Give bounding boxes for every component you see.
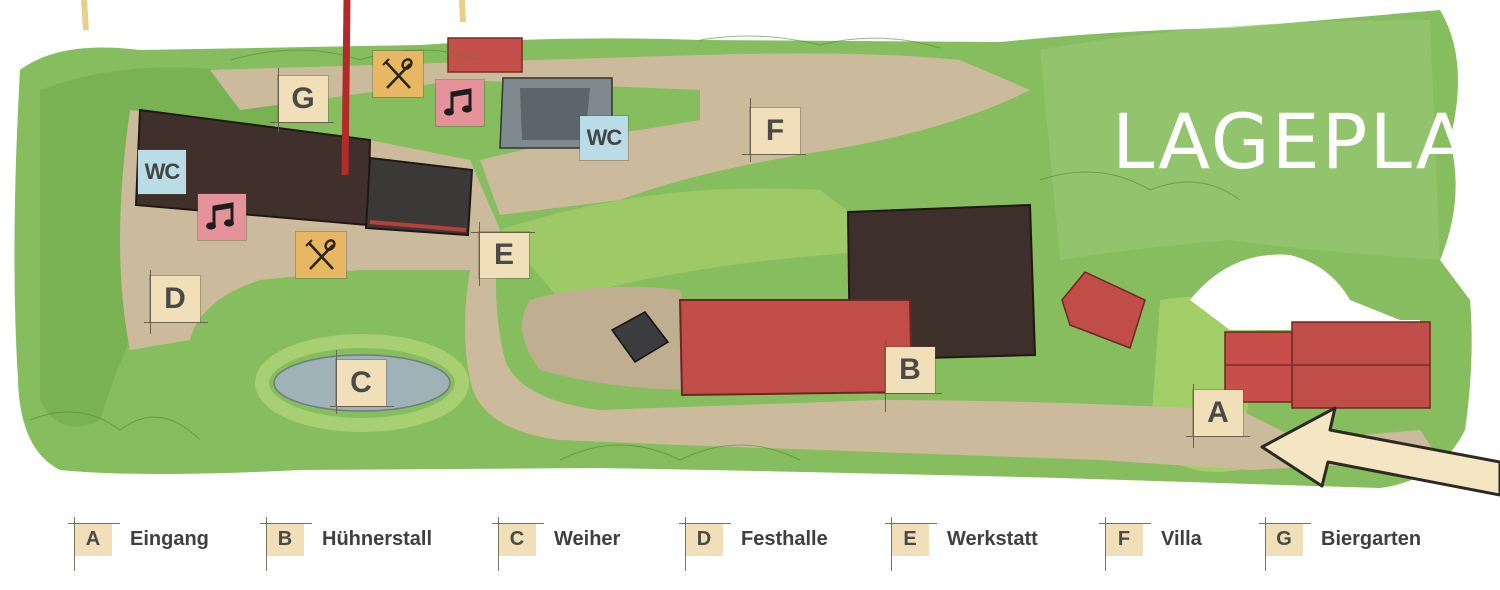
legend-key: D bbox=[679, 517, 731, 571]
wc-icon[interactable]: WC bbox=[580, 116, 628, 160]
marker-c[interactable]: C bbox=[336, 360, 386, 406]
legend-label: Festhalle bbox=[741, 528, 828, 550]
legend-label: Biergarten bbox=[1321, 528, 1422, 550]
wc-icon[interactable]: WC bbox=[138, 150, 186, 194]
legend-label: Eingang bbox=[130, 528, 209, 550]
legend-item-d: D Festhalle bbox=[679, 517, 828, 571]
open-ground bbox=[1190, 254, 1420, 330]
marker-d[interactable]: D bbox=[150, 276, 200, 322]
legend-label: Werkstatt bbox=[947, 528, 1038, 550]
map-title: LAGEPLAN bbox=[1112, 97, 1500, 186]
red-path-line bbox=[341, 0, 351, 176]
marker-a[interactable]: A bbox=[1193, 390, 1243, 436]
fork-spoon-icon[interactable] bbox=[296, 232, 346, 278]
marker-e[interactable]: E bbox=[479, 232, 529, 278]
legend-item-c: C Weiher bbox=[492, 517, 621, 571]
map-legend: A Eingang B Hühnerstall C Weiher D Festh… bbox=[0, 505, 1500, 585]
legend-key: G bbox=[1259, 517, 1311, 571]
legend-label: Hühnerstall bbox=[322, 528, 433, 550]
legend-item-b: B Hühnerstall bbox=[260, 517, 433, 571]
legend-key: C bbox=[492, 517, 544, 571]
small-shed-building bbox=[447, 37, 523, 73]
huehnerstall-building bbox=[678, 299, 914, 397]
music-note-icon[interactable] bbox=[198, 194, 246, 240]
legend-key: F bbox=[1099, 517, 1151, 571]
marker-f[interactable]: F bbox=[750, 108, 800, 154]
music-note-icon[interactable] bbox=[436, 80, 484, 126]
legend-item-g: G Biergarten bbox=[1259, 517, 1422, 571]
legend-item-f: F Villa bbox=[1099, 517, 1202, 571]
entrance-arrow-icon bbox=[1260, 406, 1500, 497]
legend-item-e: E Werkstatt bbox=[885, 517, 1038, 571]
legend-key: B bbox=[260, 517, 312, 571]
legend-key: E bbox=[885, 517, 937, 571]
legend-label: Weiher bbox=[554, 528, 621, 550]
marker-b[interactable]: B bbox=[885, 347, 935, 393]
fork-spoon-icon[interactable] bbox=[373, 51, 423, 97]
legend-item-a: A Eingang bbox=[68, 517, 209, 571]
site-map bbox=[14, 0, 1500, 497]
legend-label: Villa bbox=[1161, 528, 1202, 550]
marker-g[interactable]: G bbox=[278, 76, 328, 122]
legend-key: A bbox=[68, 517, 120, 571]
